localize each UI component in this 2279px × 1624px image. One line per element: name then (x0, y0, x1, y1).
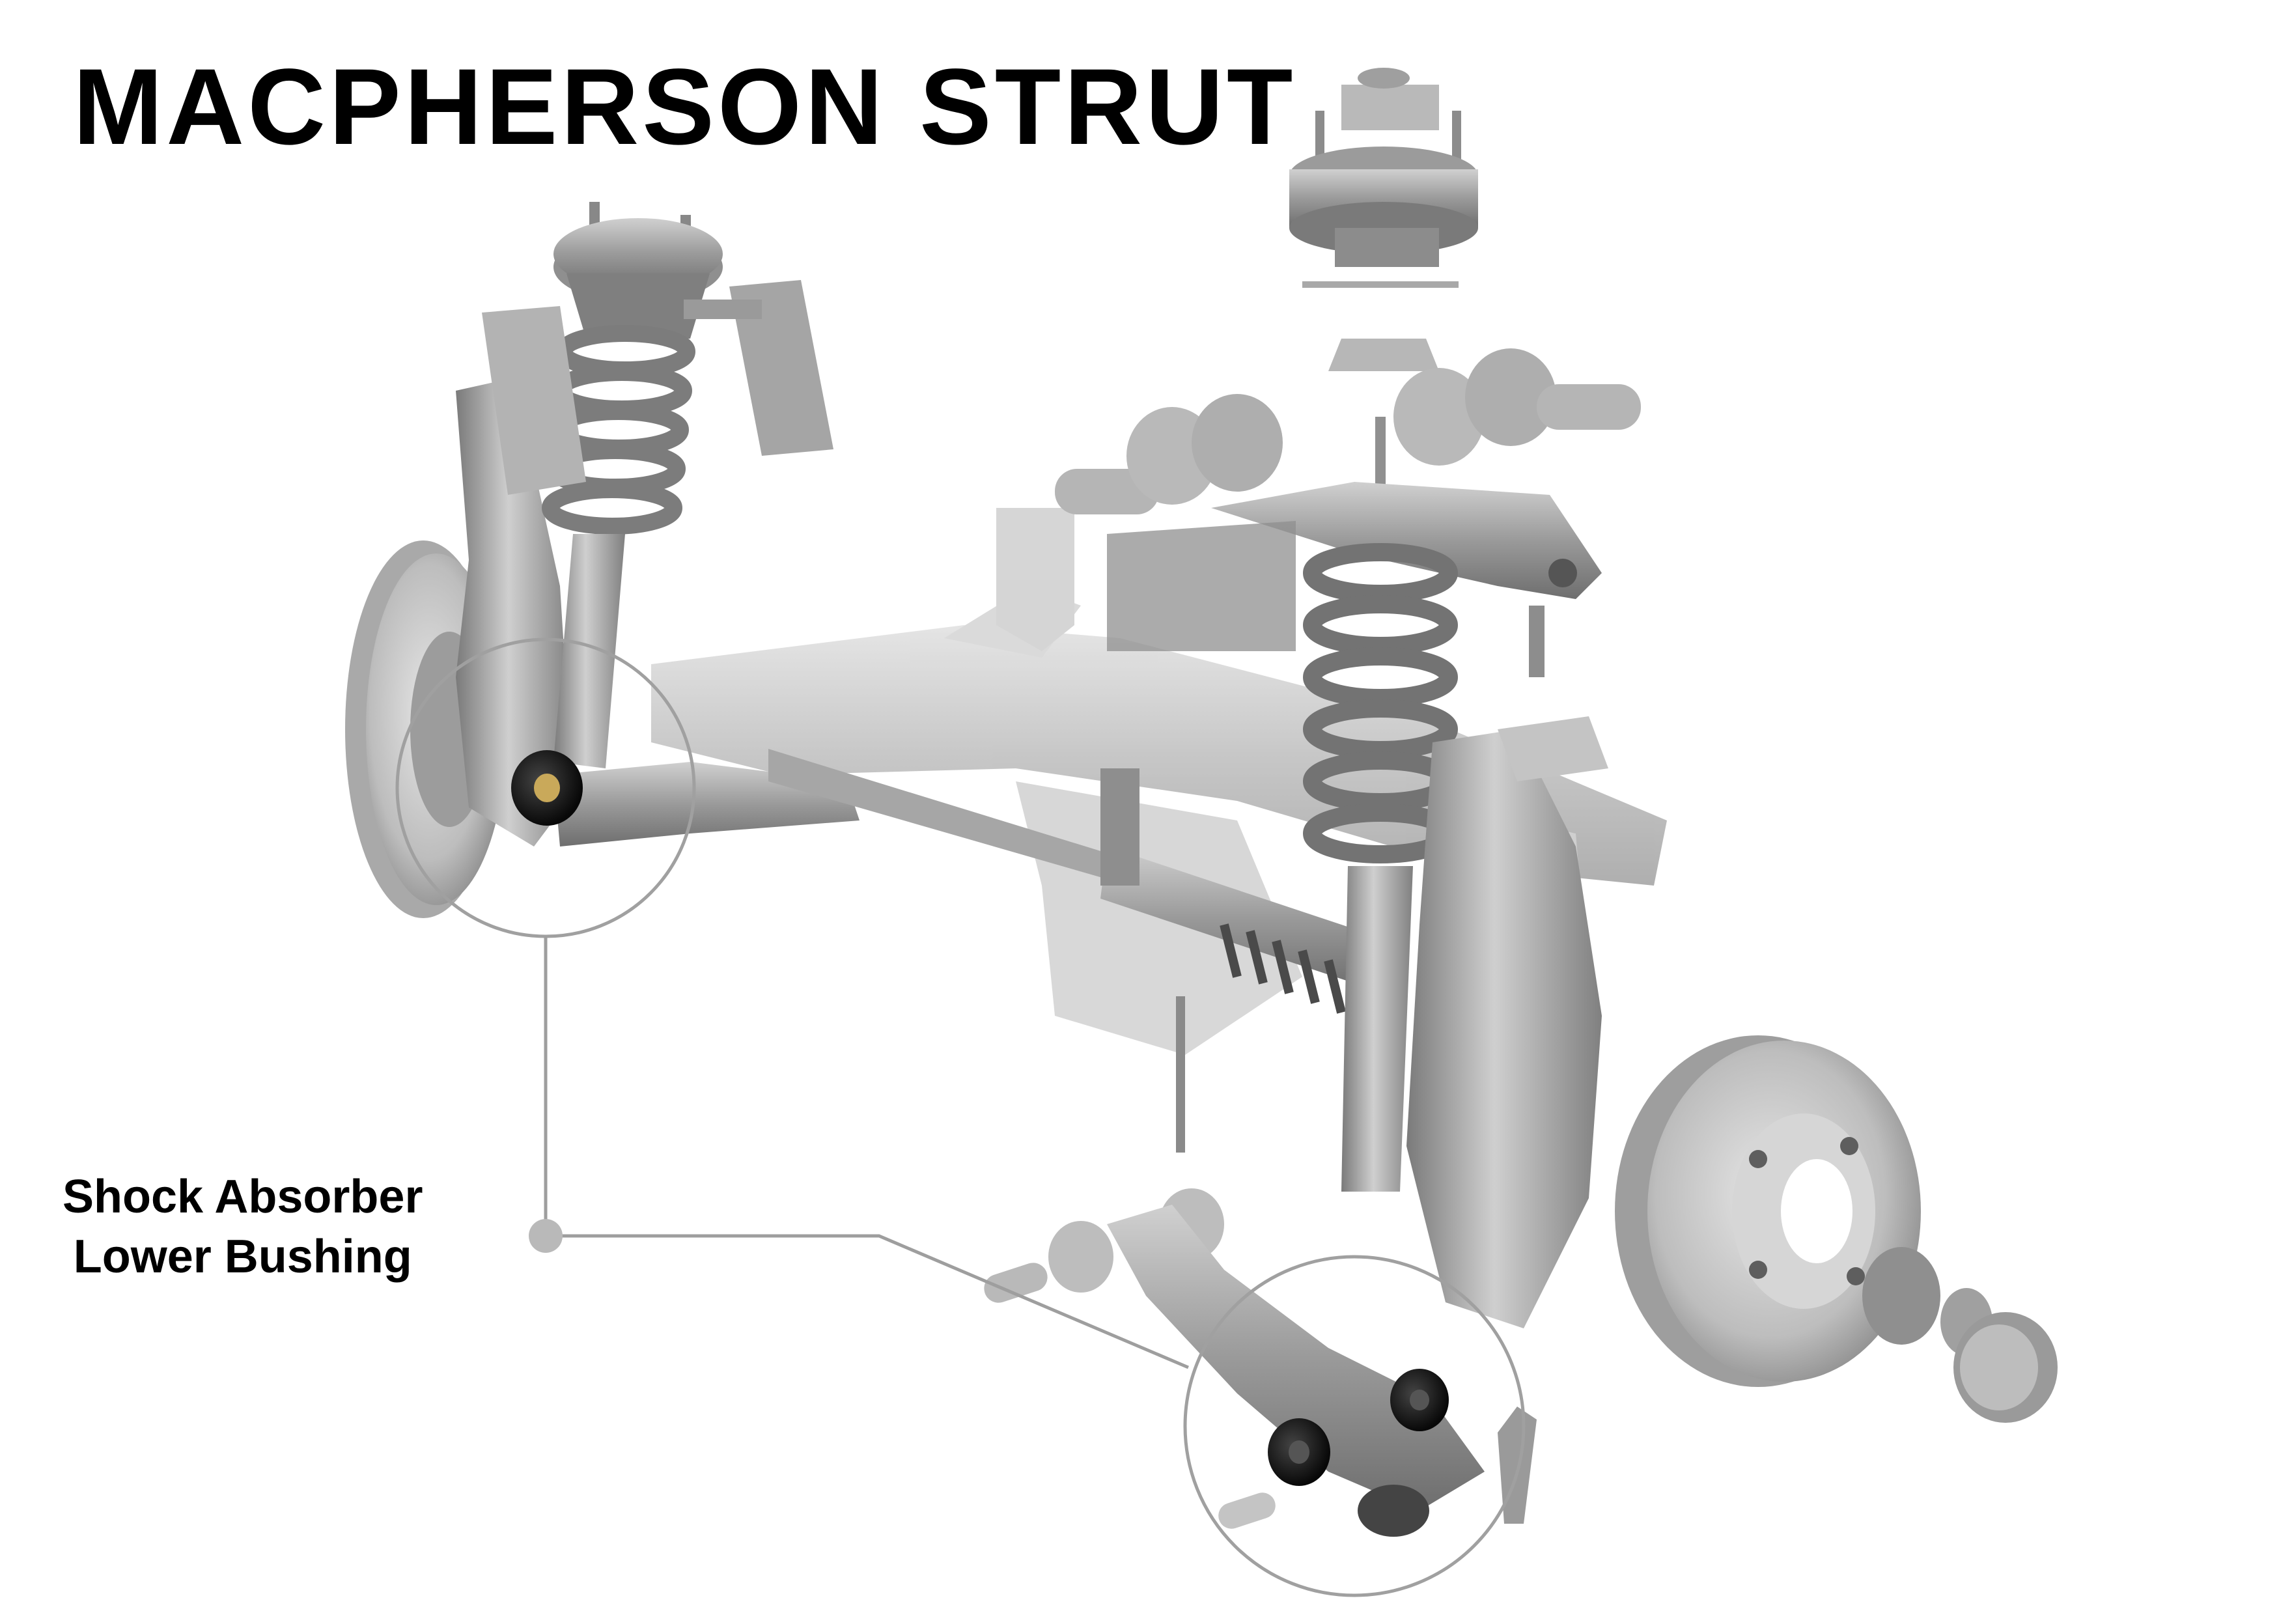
lower-control-arm (984, 1188, 1537, 1537)
lower-arm-bushing-front (1268, 1418, 1330, 1486)
left-shock-absorber (553, 534, 625, 768)
tie-rod-end (1498, 1407, 1537, 1524)
right-shock-absorber (1341, 866, 1413, 1192)
hub-bearing-exploded (1862, 1247, 2058, 1423)
upper-control-arm (1055, 348, 1641, 677)
left-lower-bushing (511, 750, 583, 826)
callout-line-1: Shock Absorber (63, 1171, 423, 1223)
left-strut-assembly (345, 202, 860, 918)
leader-line-horizontal (546, 1234, 1189, 1369)
bushing-callout-label: Shock Absorber Lower Bushing (63, 1167, 423, 1287)
mount-washer (1302, 281, 1459, 288)
page-title: MACPHERSON STRUT (73, 47, 1296, 167)
left-top-mount (553, 202, 723, 339)
left-knuckle (456, 378, 573, 847)
highlight-circle-lower (1183, 1255, 1526, 1597)
lower-ball-joint (1358, 1485, 1429, 1537)
right-strut-assembly (1107, 521, 1608, 1328)
bump-stop (1328, 339, 1439, 371)
rear-bracket (729, 280, 833, 456)
left-bracket (482, 306, 586, 495)
exploded-top-mount (1289, 68, 1478, 508)
leader-dot (529, 1219, 563, 1253)
tower-bracket (1107, 521, 1296, 651)
callout-line-2: Lower Bushing (73, 1231, 412, 1283)
right-knuckle (1406, 729, 1602, 1328)
lower-arm-bushing-rear (1390, 1369, 1449, 1431)
steering-rack (768, 749, 1380, 1153)
upper-ball-joint (1529, 606, 1545, 677)
rack-boot (1220, 923, 1346, 1014)
right-brake-disc (1615, 1035, 1921, 1387)
sway-bar-link (1176, 996, 1185, 1153)
